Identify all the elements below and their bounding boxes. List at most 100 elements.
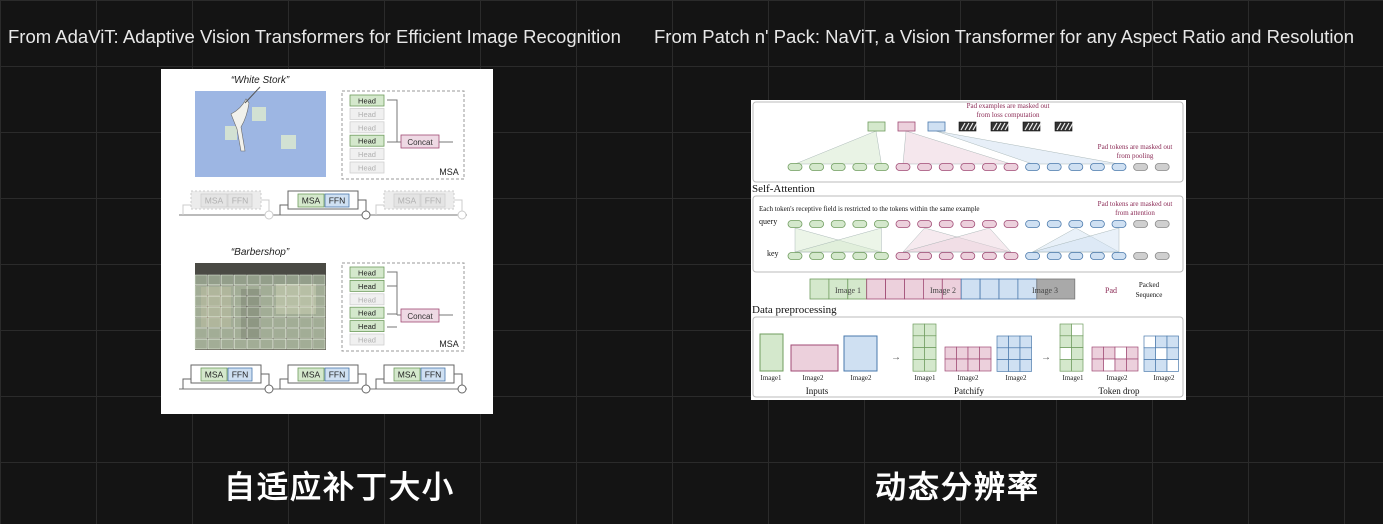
pad-pooling-note-2: from pooling — [1117, 152, 1154, 160]
patch — [1091, 346, 1104, 360]
head-box — [349, 306, 385, 319]
head-box — [349, 148, 385, 160]
thumb-label: Image2 — [1154, 374, 1175, 382]
pad-attention-note-2: from attention — [1115, 209, 1155, 217]
self-attention-section: Each token's receptive field is restrict… — [752, 195, 1184, 273]
patch — [1155, 359, 1168, 372]
token — [1046, 220, 1062, 228]
patch — [1059, 359, 1072, 372]
patch — [979, 358, 992, 372]
msa-block-label: MSA — [302, 196, 321, 206]
msa-block-label: MSA — [205, 196, 224, 206]
patch — [1166, 347, 1179, 360]
image3-label: Image 3 — [1032, 286, 1058, 295]
patch — [1008, 359, 1021, 372]
patchify-label: Patchify — [954, 386, 984, 396]
ffn-block — [324, 367, 350, 382]
navit-figure: Pad examples are masked out from loss co… — [751, 100, 1186, 400]
packed-cell — [885, 278, 905, 300]
ffn-block-label: FFN — [425, 370, 442, 380]
token — [1025, 252, 1041, 260]
head-box — [349, 108, 385, 120]
token — [981, 220, 997, 228]
patch — [967, 358, 980, 372]
key-label: key — [767, 249, 779, 258]
patch — [912, 347, 925, 360]
image2-label: Image 2 — [930, 286, 956, 295]
token — [1068, 163, 1084, 171]
token — [787, 163, 803, 171]
packed-label-1: Packed — [1139, 281, 1160, 289]
ffn-block-label: FFN — [329, 370, 346, 380]
token — [1025, 163, 1041, 171]
head-label: Head — [358, 164, 376, 173]
token — [1154, 163, 1170, 171]
packed-sequence: Image 1 Image 2 Image 3 Pad Packed Seque… — [809, 278, 1162, 300]
msa-block-label: MSA — [398, 370, 417, 380]
patch — [1071, 323, 1084, 337]
token — [809, 220, 824, 228]
patch — [996, 335, 1009, 349]
token — [787, 252, 803, 260]
patch — [996, 347, 1009, 360]
patch — [1019, 359, 1032, 372]
patch — [924, 323, 937, 337]
head-box — [349, 279, 385, 292]
pooled-embedding — [897, 121, 916, 132]
msa-label-1: MSA — [439, 167, 459, 177]
token — [1154, 220, 1170, 228]
thumb-label: Image2 — [1006, 374, 1027, 382]
patch — [944, 358, 957, 372]
token — [874, 220, 889, 228]
ffn-block-label: FFN — [425, 196, 442, 206]
inputs-label: Inputs — [806, 386, 829, 396]
head-label: Head — [358, 97, 376, 106]
thumb-label: Image1 — [1063, 374, 1084, 382]
token — [809, 252, 824, 260]
token — [874, 163, 889, 171]
patch — [1103, 358, 1116, 372]
residual-add-icon — [457, 210, 467, 220]
concat-label-1: Concat — [407, 138, 433, 147]
head-box — [349, 266, 385, 279]
patch — [1143, 359, 1156, 372]
thumb-label: Image2 — [958, 374, 979, 382]
token — [981, 252, 997, 260]
token — [830, 220, 846, 228]
ffn-block — [324, 193, 350, 208]
head-box — [349, 293, 385, 306]
ffn-block-label: FFN — [232, 370, 249, 380]
token — [981, 163, 997, 171]
head-box — [349, 121, 385, 134]
patch — [1071, 359, 1084, 372]
packed-cell — [960, 278, 981, 300]
head-box — [349, 134, 385, 147]
token — [852, 220, 868, 228]
patch — [979, 346, 992, 360]
token — [960, 220, 976, 228]
patch — [996, 359, 1009, 372]
head-label: Head — [358, 295, 376, 304]
msa-block — [200, 193, 228, 208]
token-drop-label: Token drop — [1098, 386, 1140, 396]
right-caption: 动态分辨率 — [875, 470, 1040, 506]
token — [917, 220, 933, 228]
token — [960, 163, 976, 171]
patch — [1008, 347, 1021, 360]
residual-add-icon — [361, 384, 371, 394]
thumb-label: Image2 — [1107, 374, 1128, 382]
token — [787, 220, 803, 228]
ffn-block-label: FFN — [329, 196, 346, 206]
patch — [1155, 335, 1168, 349]
token — [938, 220, 954, 228]
patch — [1091, 358, 1104, 372]
msa-block-label: MSA — [302, 370, 321, 380]
patch — [1114, 346, 1127, 360]
head-label: Head — [358, 282, 376, 291]
head-label: Head — [358, 309, 376, 318]
token — [1133, 163, 1149, 171]
token — [809, 163, 824, 171]
